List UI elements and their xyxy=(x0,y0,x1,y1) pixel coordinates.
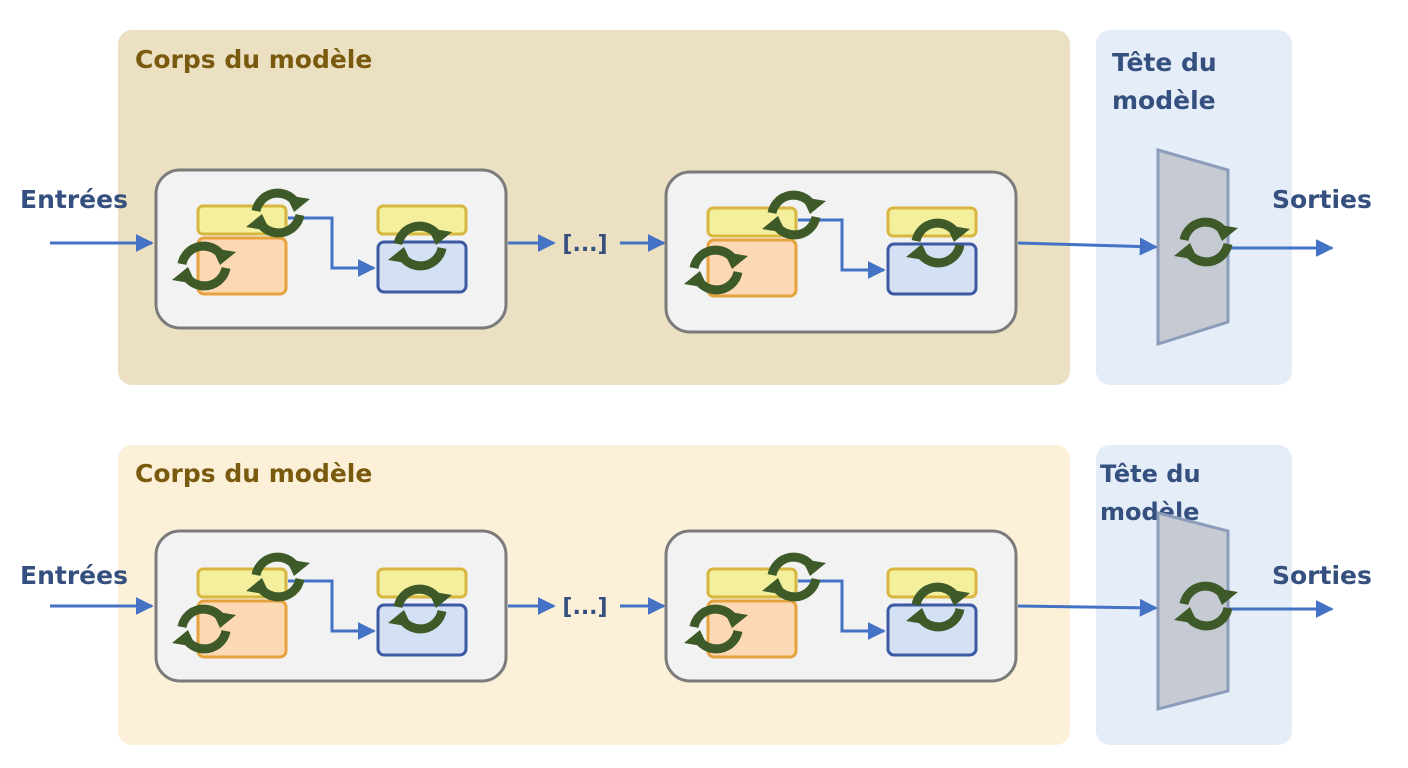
blue-block xyxy=(886,242,978,296)
model-body-label: Corps du modèle xyxy=(135,459,373,488)
ellipsis-label: [...] xyxy=(562,595,607,620)
flow-arrow xyxy=(1017,598,1158,617)
refresh-icon xyxy=(906,218,970,268)
refresh-icon xyxy=(246,552,310,602)
yellow-block xyxy=(376,204,468,236)
internal-arrow xyxy=(798,218,886,279)
outputs-label: Sorties xyxy=(1272,185,1372,214)
refresh-icon xyxy=(388,584,452,634)
refresh-icon xyxy=(1174,217,1238,267)
refresh-icon xyxy=(172,604,236,654)
refresh-icon xyxy=(906,582,970,632)
refresh-icon xyxy=(684,245,748,295)
model-head-label: Tête du modèle xyxy=(1112,48,1217,115)
refresh-icon xyxy=(762,190,826,240)
refresh-icon xyxy=(762,552,826,602)
model-head-layer xyxy=(1156,511,1230,711)
refresh-icon xyxy=(172,241,236,291)
outputs-label: Sorties xyxy=(1272,561,1372,590)
diagram-bottom: Corps du modèle Tête du modèle Entrées S… xyxy=(0,445,1408,745)
internal-arrow xyxy=(288,216,376,277)
refresh-icon xyxy=(1174,581,1238,631)
model-body-label: Corps du modèle xyxy=(135,45,373,74)
yellow-block xyxy=(376,567,468,599)
refresh-icon xyxy=(684,604,748,654)
layer-block-2 xyxy=(664,170,1018,334)
internal-arrow xyxy=(288,579,376,640)
refresh-icon xyxy=(388,221,452,271)
inputs-label: Entrées xyxy=(20,185,128,214)
model-head-layer xyxy=(1156,148,1230,347)
refresh-icon xyxy=(246,188,310,238)
inputs-label: Entrées xyxy=(20,561,128,590)
diagram-bottom-graphics: [...] xyxy=(50,511,1334,711)
flow-arrow xyxy=(1017,237,1158,256)
ellipsis-label: [...] xyxy=(562,232,607,257)
diagram-top: Corps du modèle Tête du modèle Entrées S… xyxy=(20,30,1372,385)
layer-block-2 xyxy=(664,529,1018,683)
diagram-top-graphics: [...] xyxy=(50,148,1334,347)
